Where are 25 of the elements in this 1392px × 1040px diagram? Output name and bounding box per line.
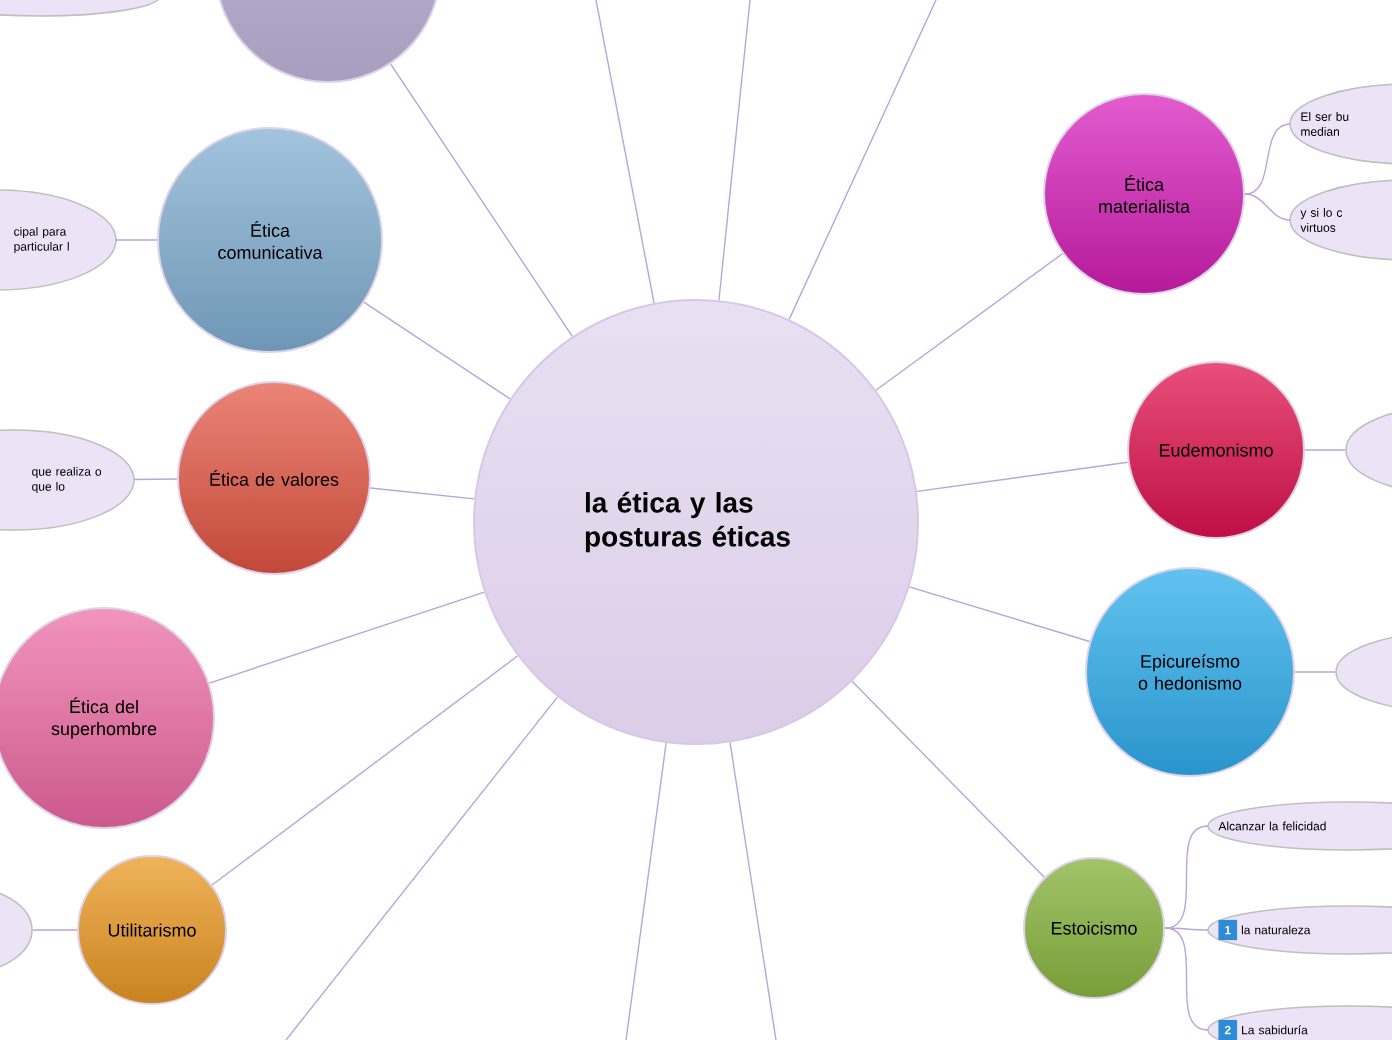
connector-line (285, 696, 559, 1040)
connector-line (1304, 449, 1346, 451)
connector-line (208, 591, 485, 684)
connector-line (851, 680, 1045, 878)
topic-ellipse (1335, 631, 1392, 713)
connector-line (1244, 193, 1291, 221)
connector-line (133, 478, 178, 481)
connector-line (211, 655, 519, 886)
connector-line (1294, 671, 1336, 673)
connector-line (1164, 927, 1209, 931)
connector-line (1244, 123, 1291, 195)
connector-line (625, 742, 667, 1040)
connector-line (32, 929, 78, 931)
connector-line (908, 586, 1091, 643)
connector-line (369, 487, 475, 500)
connector-line (363, 301, 511, 400)
connector-line (729, 741, 777, 1040)
connector-line (875, 252, 1064, 391)
connector-line (115, 239, 158, 241)
connector-line (788, 0, 937, 321)
connector-line (916, 461, 1129, 493)
connector-line (1164, 927, 1209, 1031)
connector-line (390, 63, 574, 338)
connector-line (718, 0, 751, 301)
connector-line (595, 0, 655, 304)
